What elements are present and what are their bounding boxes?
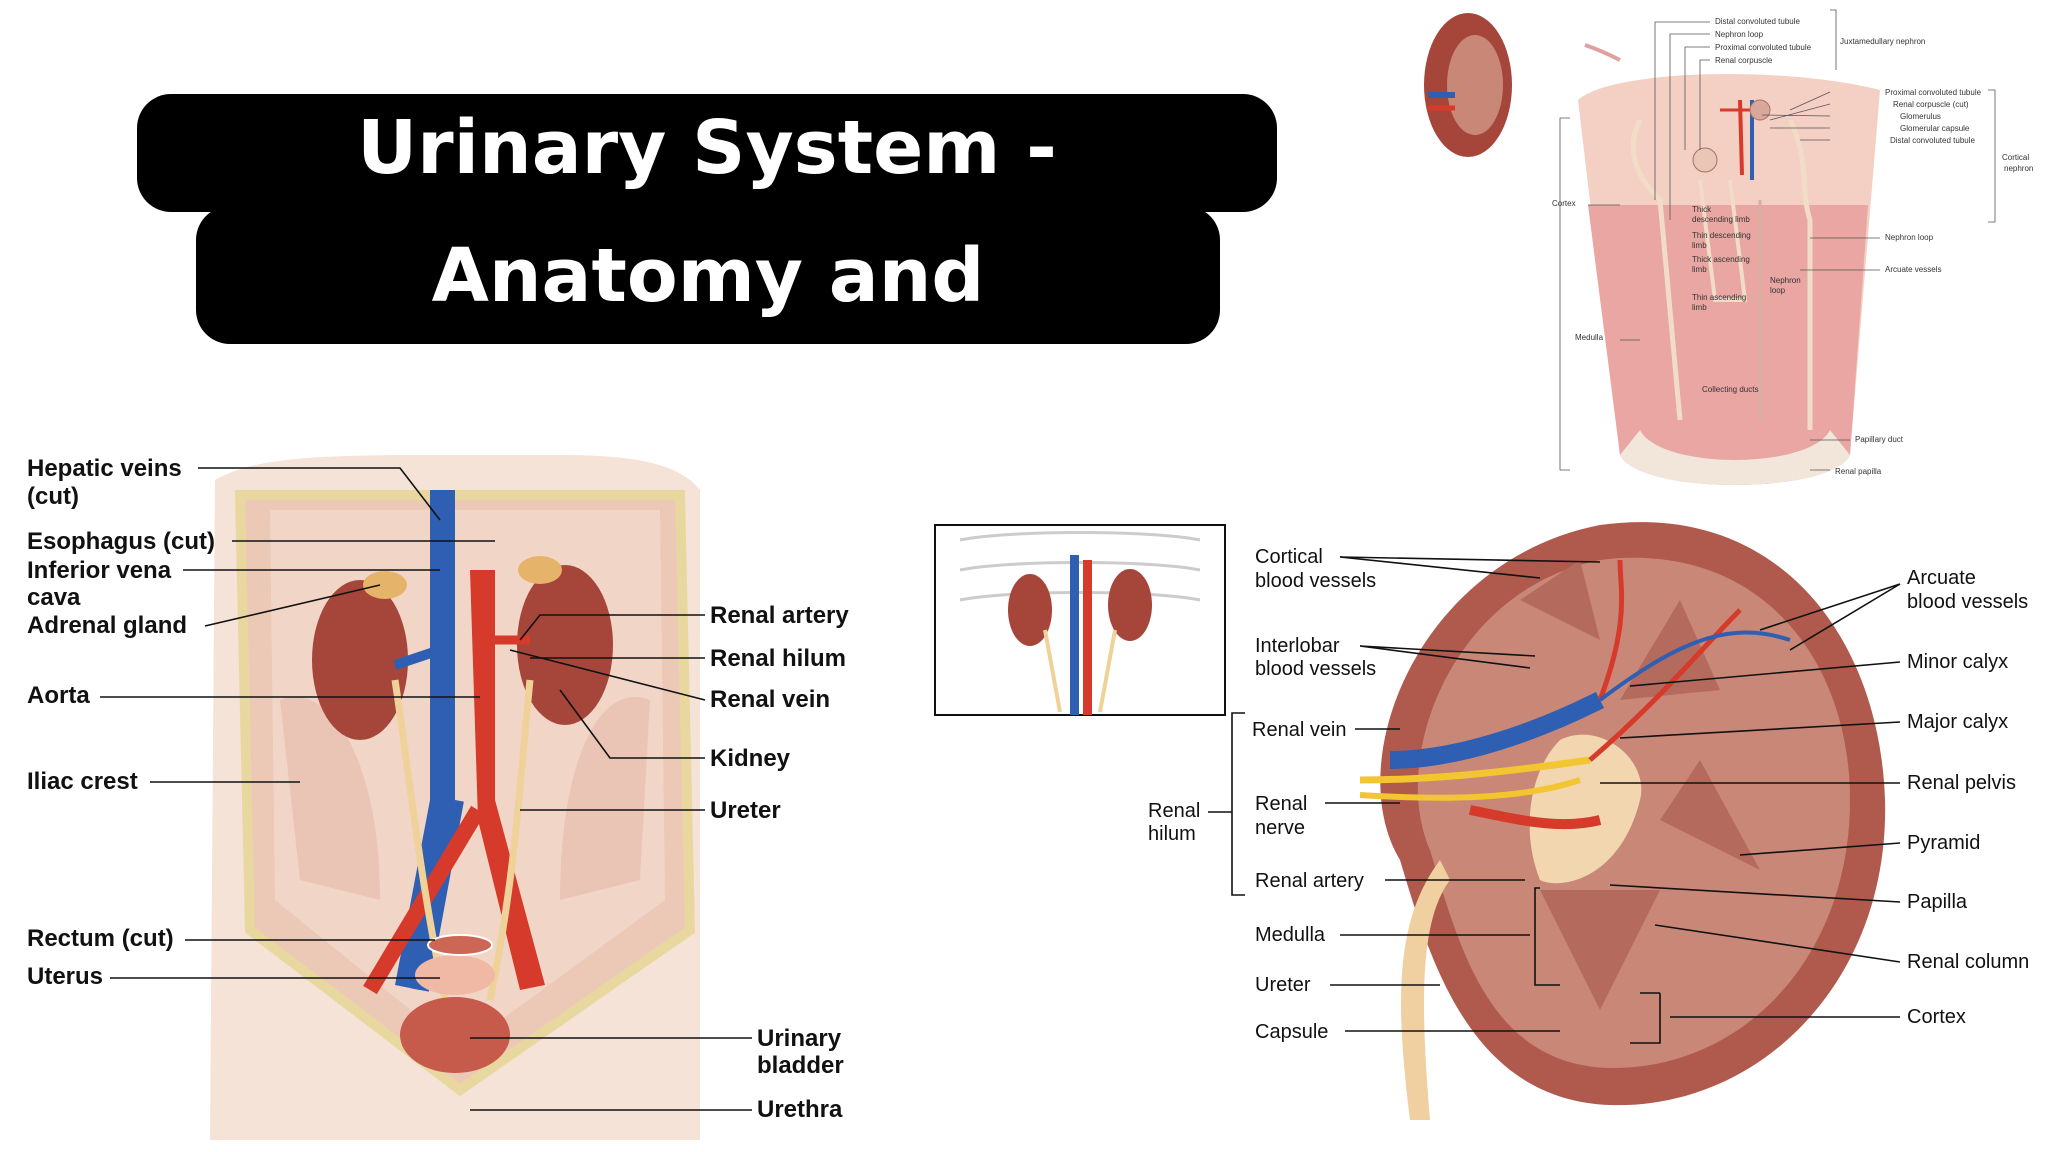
label-hepatic-veins: Hepatic veins (27, 455, 182, 482)
label-cortical-blood-vessels: blood vessels (1255, 570, 1376, 592)
label-renal-artery-k: Renal artery (1255, 870, 1364, 892)
label-interlobar-blood-vessels: blood vessels (1255, 658, 1376, 680)
label-inferior-vena-cava: cava (27, 584, 81, 611)
label-renal-vein-k: Renal vein (1252, 719, 1347, 741)
label-iliac-crest: Iliac crest (27, 768, 138, 795)
nephron-label-glomerulus: Glomerulus (1900, 112, 1941, 121)
label-renal-artery: Renal artery (710, 602, 849, 629)
label-papilla: Papilla (1907, 891, 1968, 913)
nephron-label-thin-asc: Thin ascending (1692, 293, 1746, 302)
page-title-line-2: Anatomy and Physiology (196, 206, 1220, 459)
nephron-label-corpuscle: Renal corpuscle (1715, 56, 1773, 65)
nephron-label-thin-asc-limb: limb (1692, 303, 1707, 312)
nephron-label-cortical-nephron: nephron (2004, 164, 2033, 173)
nephron-label-thick: Thick (1692, 205, 1712, 214)
label-bladder: bladder (757, 1052, 844, 1079)
label-hepatic-veins-cut: (cut) (27, 483, 79, 510)
label-minor-calyx: Minor calyx (1907, 651, 2008, 673)
label-medulla: Medulla (1255, 924, 1326, 946)
label-renal-nerve-2: nerve (1255, 817, 1305, 839)
label-urethra: Urethra (757, 1096, 843, 1123)
label-arcuate: Arcuate (1907, 567, 1976, 589)
nephron-label-thin-desc-limb: limb (1692, 241, 1707, 250)
label-aorta: Aorta (27, 682, 90, 709)
label-adrenal-gland: Adrenal gland (27, 612, 187, 639)
nephron-label-dct: Distal convoluted tubule (1715, 17, 1800, 26)
nephron-label-juxtamedullary: Juxtamedullary nephron (1840, 37, 1925, 46)
label-kidney: Kidney (710, 745, 791, 772)
nephron-label-medulla: Medulla (1575, 333, 1604, 342)
nephron-label-arcuate: Arcuate vessels (1885, 265, 1941, 274)
nephron-label-ducts: Collecting ducts (1702, 385, 1758, 394)
nephron-label-capsule: Glomerular capsule (1900, 124, 1970, 133)
label-renal-pelvis: Renal pelvis (1907, 772, 2016, 794)
label-inferior-vena: Inferior vena (27, 557, 172, 584)
label-ureter: Ureter (710, 797, 781, 824)
label-hilum-renal: Renal (1148, 800, 1200, 822)
label-ureter-k: Ureter (1255, 974, 1311, 996)
nephron-diagram: Distal convoluted tubule Nephron loop Pr… (1424, 9, 2033, 486)
label-capsule: Capsule (1255, 1021, 1328, 1043)
nephron-label-loop-2: Nephron loop (1885, 233, 1934, 242)
nephron-label-pct: Proximal convoluted tubule (1715, 43, 1812, 52)
label-arcuate-blood-vessels: blood vessels (1907, 591, 2028, 613)
nephron-leader-lines (1559, 9, 1996, 471)
nephron-label-papilla: Renal papilla (1835, 467, 1882, 476)
nephron-label-corpuscle-cut: Renal corpuscle (cut) (1893, 100, 1969, 109)
label-rectum: Rectum (cut) (27, 925, 174, 952)
nephron-label-pct-2: Proximal convoluted tubule (1885, 88, 1982, 97)
label-major-calyx: Major calyx (1907, 711, 2008, 733)
nephron-label-loop: Nephron loop (1715, 30, 1764, 39)
label-renal-hilum: Renal hilum (710, 645, 846, 672)
torso-inset (934, 524, 1226, 716)
label-hilum: hilum (1148, 823, 1196, 845)
label-interlobar: Interlobar (1255, 635, 1340, 657)
nephron-label-dct-2: Distal convoluted tubule (1890, 136, 1975, 145)
label-cortical: Cortical (1255, 546, 1323, 568)
label-esophagus: Esophagus (cut) (27, 528, 215, 555)
page-title-line-1: Urinary System - Definition, (137, 94, 1277, 299)
nephron-label-cortex: Cortex (1552, 199, 1576, 208)
nephron-label-thick-desc: descending limb (1692, 215, 1750, 224)
nephron-label-thick-asc-limb: limb (1692, 265, 1707, 274)
label-cortex-k: Cortex (1907, 1006, 1966, 1028)
label-renal-vein: Renal vein (710, 686, 830, 713)
label-renal-nerve: Renal (1255, 793, 1307, 815)
label-urinary: Urinary (757, 1025, 842, 1052)
label-pyramid: Pyramid (1907, 832, 1980, 854)
body-diagram: Hepatic veins (cut) Esophagus (cut) Infe… (27, 455, 849, 1140)
nephron-label-thin-desc: Thin descending (1692, 231, 1751, 240)
label-renal-column: Renal column (1907, 951, 2029, 973)
nephron-label-nephron: Nephron (1770, 276, 1801, 285)
nephron-label-papillary-duct: Papillary duct (1855, 435, 1904, 444)
kidney-diagram: Cortical blood vessels Interlobar blood … (1148, 522, 2029, 1120)
nephron-label-thick-asc: Thick ascending (1692, 255, 1750, 264)
nephron-label-cortical: Cortical (2002, 153, 2029, 162)
nephron-label-nephron-loop: loop (1770, 286, 1786, 295)
label-uterus: Uterus (27, 963, 103, 990)
